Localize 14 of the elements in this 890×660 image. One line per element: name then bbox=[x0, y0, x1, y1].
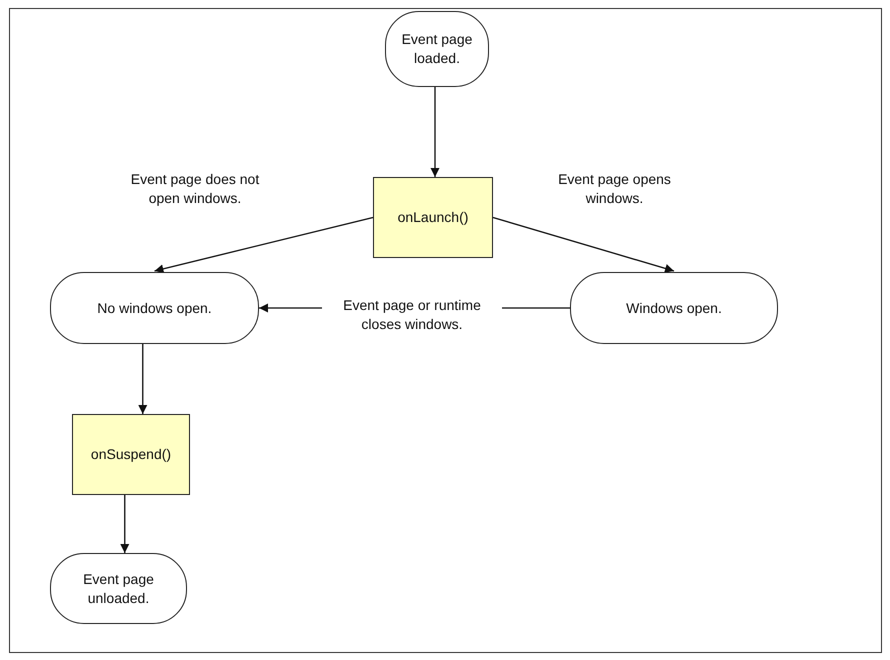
arrow bbox=[154, 216, 374, 274]
node-label: Event page loaded. bbox=[400, 30, 474, 68]
node-label: No windows open. bbox=[97, 298, 212, 318]
arrow bbox=[138, 344, 148, 414]
arrow bbox=[120, 495, 130, 553]
node-label: onSuspend() bbox=[90, 445, 172, 464]
process-box bbox=[373, 177, 493, 258]
node-label: Windows open. bbox=[626, 298, 722, 318]
arrow bbox=[430, 87, 440, 177]
node-label: Event page unloaded. bbox=[82, 570, 155, 608]
node-label: onLaunch() bbox=[398, 208, 468, 227]
state-terminal bbox=[385, 11, 489, 87]
process-box bbox=[72, 414, 190, 495]
arrow bbox=[492, 216, 674, 273]
